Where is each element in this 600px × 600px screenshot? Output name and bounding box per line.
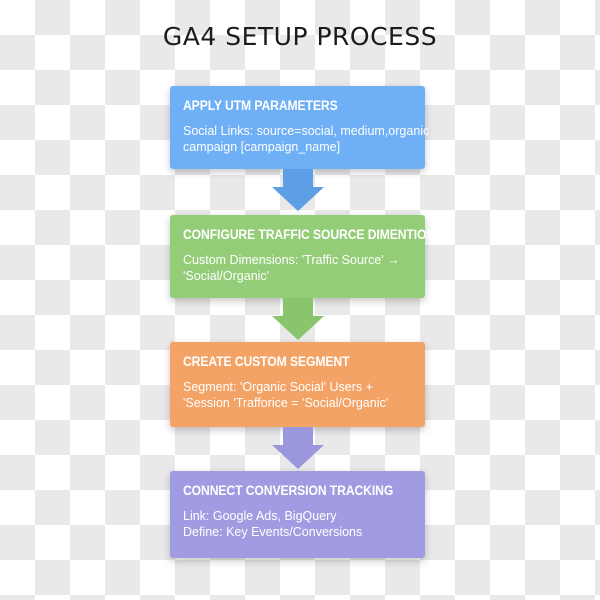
step-apply-utm-parameters: APPLY UTM PARAMETERS Social Links: sourc…	[170, 86, 430, 169]
step-description-line: 'Session 'Trafforice = 'Social/Organic'	[183, 396, 389, 410]
step-title: CREATE CUSTOM SEGMENT	[183, 354, 350, 369]
step-description-line: 'Social/Organic'	[183, 269, 270, 283]
step-description: Custom Dimensions: 'Traffic Source' → 'S…	[183, 252, 412, 284]
down-arrow-icon	[272, 298, 324, 340]
step-description-line: Social Links: source=social, medium,orga…	[183, 124, 430, 138]
step-connect-conversion-tracking: CONNECT CONVERSION TRACKING Link: Google…	[170, 471, 425, 558]
step-configure-traffic-source: CONFIGURE TRAFFIC SOURCE DIMENTIONS Cust…	[170, 215, 444, 298]
down-arrow-icon	[272, 169, 324, 211]
step-description-line: Link: Google Ads, BigQuery	[183, 509, 337, 523]
step-title: CONFIGURE TRAFFIC SOURCE DIMENTIONS	[183, 227, 444, 242]
step-title: APPLY UTM PARAMETERS	[183, 98, 338, 113]
step-title: CONNECT CONVERSION TRACKING	[183, 483, 394, 498]
step-description-line: Define: Key Events/Conversions	[183, 525, 363, 539]
step-description: Link: Google Ads, BigQuery Define: Key E…	[183, 508, 412, 540]
step-description-line: Custom Dimensions: 'Traffic Source' →	[183, 253, 400, 267]
step-description-line: campaign [campaign_name]	[183, 140, 341, 154]
diagram-title: GA4 SETUP PROCESS	[162, 22, 438, 51]
step-description-line: Segment: 'Organic Social' Users +	[183, 380, 373, 394]
step-create-custom-segment: CREATE CUSTOM SEGMENT Segment: 'Organic …	[170, 342, 425, 427]
down-arrow-icon	[272, 427, 324, 469]
step-description: Segment: 'Organic Social' Users + 'Sessi…	[183, 379, 412, 411]
step-description: Social Links: source=social, medium,orga…	[183, 123, 430, 155]
